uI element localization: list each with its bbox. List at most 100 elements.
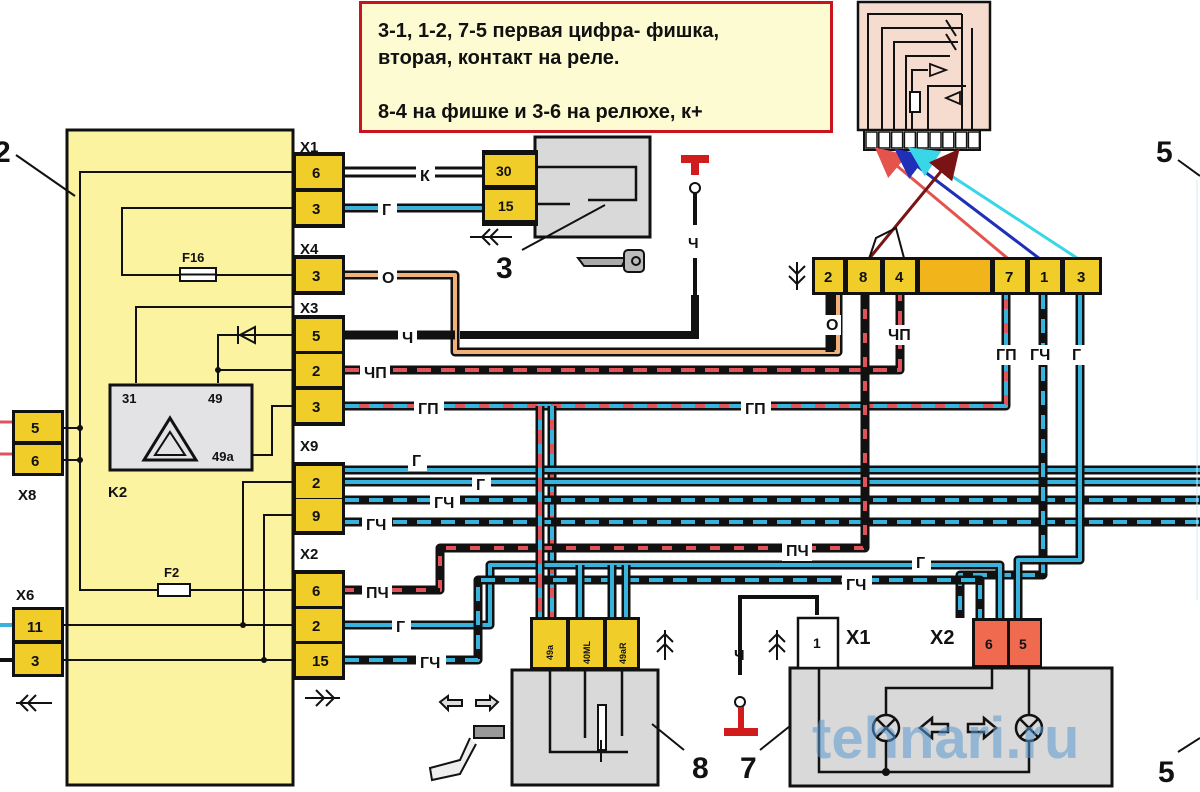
callout-right-lamp: 5 xyxy=(1158,756,1175,789)
hazard-triangle-icon xyxy=(141,415,199,462)
annotation-note: 3-1, 1-2, 7-5 первая цифра- фишка, втора… xyxy=(359,1,833,133)
wire-label-chp: ЧП xyxy=(364,365,387,382)
arrow-7-to-5 xyxy=(874,147,1013,264)
pin-label: 2 xyxy=(312,363,320,380)
svg-text:6: 6 xyxy=(31,453,39,470)
plug-arrow-icon xyxy=(768,630,786,660)
lamp-icon xyxy=(1014,713,1044,743)
key-icon xyxy=(576,249,645,273)
wire-label-g: Г xyxy=(382,202,391,219)
diode-icon xyxy=(237,325,256,345)
hazard-relay-k2: 31 49 49a xyxy=(108,383,254,472)
wire-label-gp: ГП xyxy=(996,347,1017,364)
plug-arrow-icon xyxy=(470,228,512,246)
arrow-8-to-k xyxy=(866,148,960,261)
svg-text:11: 11 xyxy=(27,619,43,636)
pin-label: 9 xyxy=(312,508,320,525)
watermark: tehnari.ru xyxy=(812,706,1080,771)
pin-label: 3 xyxy=(1077,269,1085,286)
wire-label-ch-brake: Ч xyxy=(734,647,745,664)
svg-text:5: 5 xyxy=(1019,636,1027,652)
note-line-1: 3-1, 1-2, 7-5 первая цифра- фишка, xyxy=(378,20,720,42)
wire-label-gch: ГЧ xyxy=(846,577,866,594)
pin-label: 15 xyxy=(312,653,329,670)
wire-label-pch: ПЧ xyxy=(366,585,389,602)
pin-label: 3 xyxy=(312,201,320,218)
pin-label: 2 xyxy=(312,618,320,635)
pin-label: 3 xyxy=(312,268,320,285)
main-connector: 2 8 4 7 1 3 xyxy=(812,257,1102,295)
lamp-block: 1 X1 X2 6 5 xyxy=(788,616,1114,788)
callout-mount-block: 2 xyxy=(0,136,11,169)
wire-label-gp: ГП xyxy=(745,401,766,418)
wire-label-gch: ГЧ xyxy=(434,495,454,512)
svg-text:49a: 49a xyxy=(545,644,555,660)
note-line-2: вторая, контакт на реле. xyxy=(378,47,620,69)
pin-label: 6 xyxy=(312,165,320,182)
relay-k2-label: K2 xyxy=(108,484,127,501)
pin-label: 1 xyxy=(1040,269,1048,286)
annotation-arrows xyxy=(866,147,1081,264)
wire-label-o: О xyxy=(826,317,838,334)
hazard-switch: 49a 40ML 49aR xyxy=(510,617,674,787)
svg-text:49aR: 49aR xyxy=(618,642,628,664)
pin-label: 2 xyxy=(824,269,832,286)
pin-label: 5 xyxy=(312,328,320,345)
pin-label: 4 xyxy=(895,269,904,286)
lamp-icon xyxy=(871,713,901,743)
svg-text:X6: X6 xyxy=(16,587,34,604)
callout-brake-switch: 7 xyxy=(740,752,757,785)
svg-text:49a: 49a xyxy=(212,449,234,464)
turn-stalk-icon xyxy=(428,694,505,782)
wire-label-chp: ЧП xyxy=(888,327,911,344)
callout-right-lamp-top: 5 xyxy=(1156,136,1173,169)
wire-label-ch: Ч xyxy=(402,330,413,347)
wire-label-g: Г xyxy=(1072,347,1081,364)
pin-label: 7 xyxy=(1005,269,1013,286)
svg-text:1: 1 xyxy=(813,635,821,651)
arrow-1-to-2 xyxy=(894,148,1045,264)
svg-text:49: 49 xyxy=(208,391,222,406)
fuse-f16-label: F16 xyxy=(182,250,204,265)
note-line-3: 8-4 на фишке и 3-6 на релюхе, к+ xyxy=(378,101,703,123)
svg-text:6: 6 xyxy=(985,636,993,652)
connector-label: X3 xyxy=(300,300,318,317)
wire-label-pch: ПЧ xyxy=(786,543,809,560)
pin-label: 6 xyxy=(312,583,320,600)
connector-label: X1 xyxy=(300,139,318,156)
wire-label-g: Г xyxy=(916,555,925,572)
svg-text:30: 30 xyxy=(496,163,512,179)
plug-arrow-icon xyxy=(656,630,674,660)
pin-label: 8 xyxy=(859,269,867,286)
fuse-f16-icon xyxy=(179,267,217,282)
svg-text:15: 15 xyxy=(498,198,514,214)
callout-hazard-switch: 8 xyxy=(692,752,709,785)
connector-x6: 11 3 X6 xyxy=(0,587,64,712)
fuse-f2-label: F2 xyxy=(164,565,179,580)
wire-label-g: Г xyxy=(476,477,485,494)
connector-label: X9 xyxy=(300,438,318,455)
svg-text:X8: X8 xyxy=(18,487,36,504)
wires xyxy=(345,166,1200,665)
fuse-f2-icon xyxy=(157,583,191,597)
connector-label: X2 xyxy=(300,546,318,563)
wire-label-k: К xyxy=(420,168,430,185)
wire-label-gch: ГЧ xyxy=(1030,347,1050,364)
svg-text:5: 5 xyxy=(31,420,39,437)
turn-arrows-icon xyxy=(918,715,998,741)
plug-arrow-icon xyxy=(16,694,52,712)
wire-label-gch: ГЧ xyxy=(420,655,440,672)
pin-label: 3 xyxy=(312,399,320,416)
svg-text:X1: X1 xyxy=(846,627,870,649)
ground-icon xyxy=(724,595,819,736)
wire-label-g: Г xyxy=(396,619,405,636)
wire-label-ch-vertical: Ч xyxy=(688,235,699,252)
wire-label-gp: ГП xyxy=(418,401,439,418)
mount-block: F16 F2 31 49 49a K2 xyxy=(64,128,295,787)
callout-ignition-switch: 3 xyxy=(496,252,513,285)
pin-label: 2 xyxy=(312,475,320,492)
plug-arrow-icon xyxy=(788,262,806,290)
